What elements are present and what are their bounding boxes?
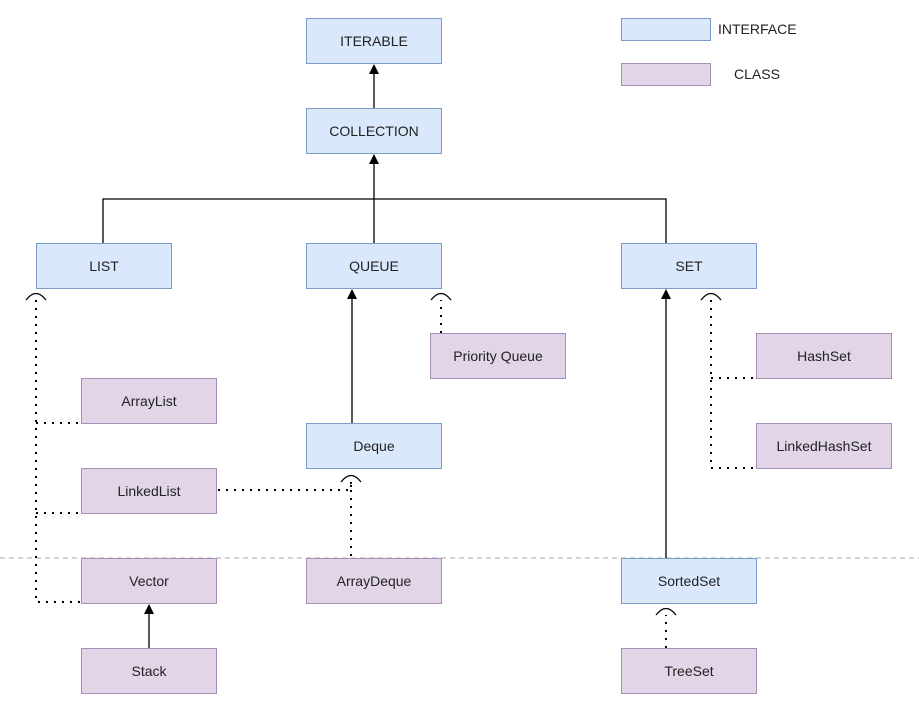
dotted-connectors [35,300,755,648]
open-arrowhead-set [700,292,722,301]
node-set: SET [621,243,757,289]
node-queue: QUEUE [306,243,442,289]
implementation-arrowheads [25,292,722,616]
legend-class-label: CLASS [734,66,780,82]
node-hashset: HashSet [756,333,892,379]
node-deque: Deque [306,423,442,469]
node-collection: COLLECTION [306,108,442,154]
node-sortedset: SortedSet [621,558,757,604]
legend-class-swatch [621,63,711,86]
node-iterable: ITERABLE [306,18,442,64]
node-vector: Vector [81,558,217,604]
legend-interface-swatch [621,18,711,41]
open-arrowhead-list [25,292,47,301]
edge-list-impl-trunk [35,300,80,603]
legend-interface-label: INTERFACE [718,21,797,37]
edge-list-queue-set-to-collection [102,198,667,243]
node-stack: Stack [81,648,217,694]
open-arrowhead-deque [340,474,362,483]
open-arrowhead-queue [430,292,452,301]
node-list: LIST [36,243,172,289]
open-arrowhead-sortedset [655,607,677,616]
edge-hashset-impl-trunk [710,300,755,469]
node-treeset: TreeSet [621,648,757,694]
node-priority-queue: Priority Queue [430,333,566,379]
edge-linkedlist-to-deque [218,482,352,491]
node-linkedlist: LinkedList [81,468,217,514]
node-linkedhashset: LinkedHashSet [756,423,892,469]
node-arraylist: ArrayList [81,378,217,424]
node-arraydeque: ArrayDeque [306,558,442,604]
